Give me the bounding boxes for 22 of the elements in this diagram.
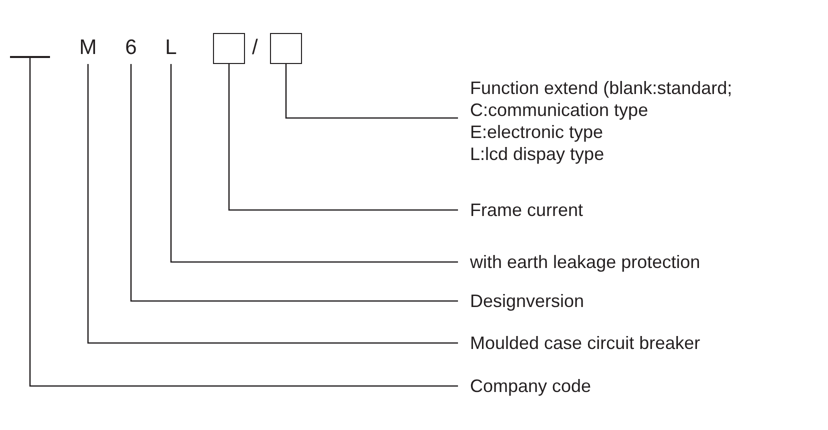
leader-line xyxy=(130,64,458,302)
blank-code-box xyxy=(270,33,302,64)
description-text: C:communication type xyxy=(470,99,650,121)
separator-slash: / xyxy=(252,36,258,60)
leader-line xyxy=(87,64,458,344)
description-text: Function extend (blank:standard; xyxy=(470,77,734,99)
leader-line xyxy=(29,58,458,387)
leader-line xyxy=(228,64,458,211)
description-text: with earth leakage protection xyxy=(470,251,702,273)
code-letter: 6 xyxy=(121,36,141,60)
description-text: L:lcd dispay type xyxy=(470,143,606,165)
description-text: Moulded case circuit breaker xyxy=(470,332,702,354)
leader-line xyxy=(170,64,458,263)
code-letter: L xyxy=(161,36,181,60)
code-letter: M xyxy=(78,36,98,60)
leader-line xyxy=(285,64,458,119)
blank-code-box xyxy=(213,33,245,64)
description-text: Company code xyxy=(470,375,592,397)
description-text: Designversion xyxy=(470,290,586,312)
description-text: Frame current xyxy=(470,199,584,221)
description-text: E:electronic type xyxy=(470,121,604,143)
underline-mark xyxy=(10,56,50,58)
